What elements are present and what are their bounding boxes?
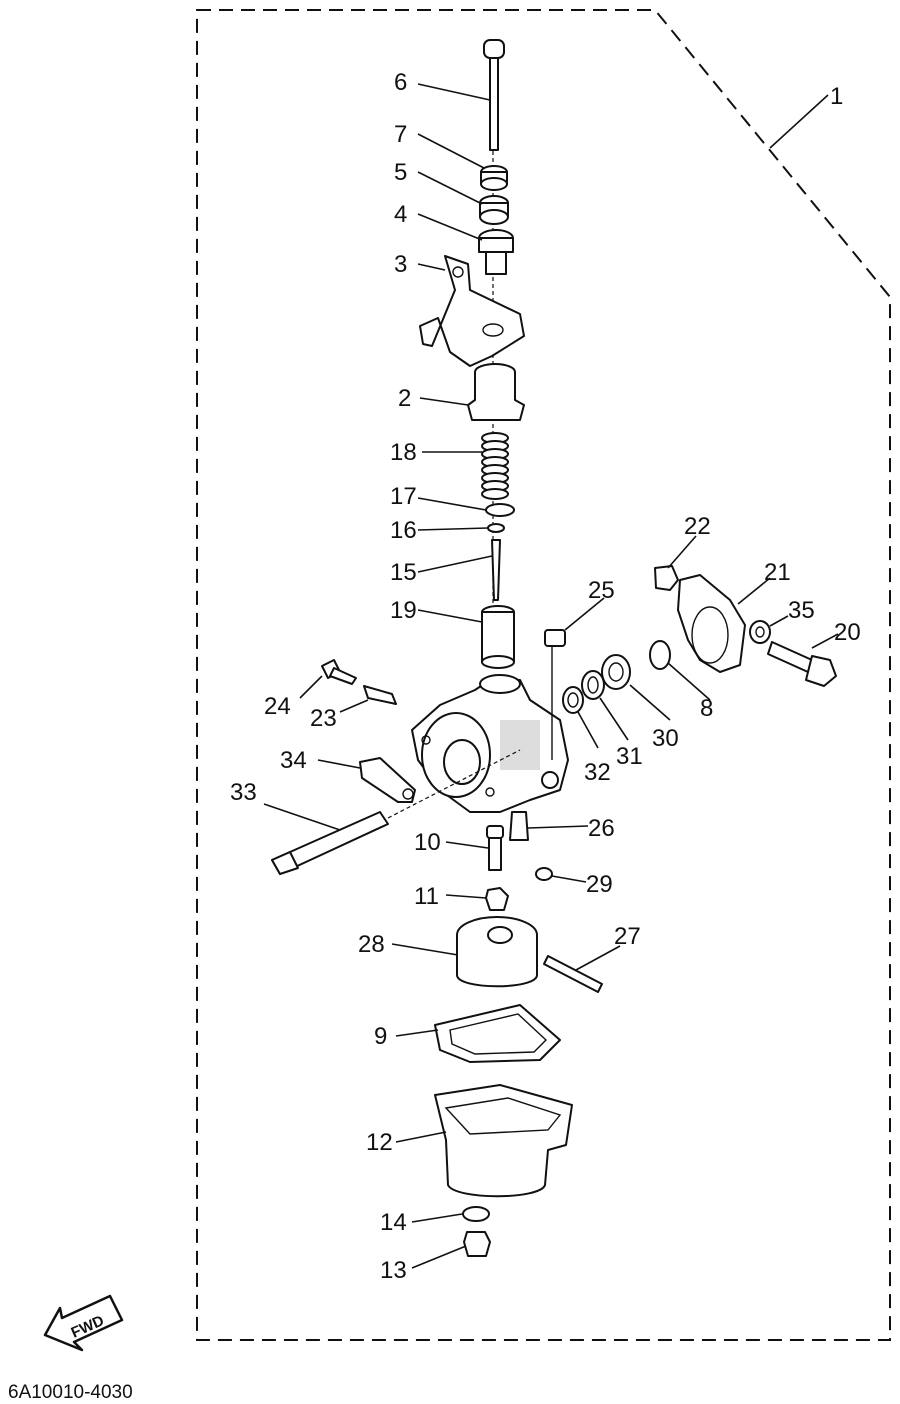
callout-19: 19 <box>390 597 417 624</box>
part-19-throttle-valve <box>481 605 515 669</box>
callout-18: 18 <box>390 439 417 466</box>
part-29-screw <box>535 867 553 881</box>
part-31-ring <box>581 670 605 700</box>
forward-arrow-icon: FWD <box>43 1294 124 1352</box>
assembly-boundary <box>196 9 891 1341</box>
callout-1: 1 <box>830 83 843 110</box>
callout-5: 5 <box>394 159 407 186</box>
part-32-seal <box>562 686 584 714</box>
callout-16: 16 <box>390 517 417 544</box>
part-30-bushing <box>601 654 631 690</box>
part-34-lever <box>359 757 416 803</box>
part-23-spring <box>363 685 397 705</box>
reference-code: 6A10010-4030 <box>8 1382 133 1403</box>
callout-13: 13 <box>380 1257 407 1284</box>
part-3-bracket <box>419 255 525 367</box>
callout-21: 21 <box>764 559 791 586</box>
part-14-washer <box>462 1206 490 1222</box>
callout-28: 28 <box>358 931 385 958</box>
part-22-nut <box>654 565 679 591</box>
part-5-nut <box>479 195 509 225</box>
part-7-collar <box>480 165 508 191</box>
callout-29: 29 <box>586 871 613 898</box>
part-10-jet-holder <box>486 825 504 871</box>
carburetor-body <box>411 674 569 813</box>
callout-25: 25 <box>588 577 615 604</box>
callout-32: 32 <box>584 759 611 786</box>
part-28-float <box>456 916 538 988</box>
part-9-gasket <box>434 1004 561 1063</box>
callout-20: 20 <box>834 619 861 646</box>
callout-9: 9 <box>374 1023 387 1050</box>
callout-31: 31 <box>616 743 643 770</box>
callout-15: 15 <box>390 559 417 586</box>
callout-17: 17 <box>390 483 417 510</box>
part-24-screw <box>321 659 357 685</box>
callout-35: 35 <box>788 597 815 624</box>
part-35-washer <box>749 620 771 644</box>
callout-8: 8 <box>700 695 713 722</box>
part-18-spring <box>481 432 509 500</box>
part-16-clip <box>487 523 505 533</box>
part-17-retainer <box>485 503 515 517</box>
part-8-o-ring <box>649 640 671 670</box>
callout-23: 23 <box>310 705 337 732</box>
callout-26: 26 <box>588 815 615 842</box>
part-33-shaft <box>271 749 521 875</box>
part-27-pin <box>543 955 603 993</box>
part-21-clamp <box>677 574 746 673</box>
callout-2: 2 <box>398 385 411 412</box>
callout-3: 3 <box>394 251 407 278</box>
part-25-pilot-screw <box>544 629 566 760</box>
callout-27: 27 <box>614 923 641 950</box>
callout-30: 30 <box>652 725 679 752</box>
leader-lines <box>263 83 839 1269</box>
part-12-float-bowl <box>434 1084 573 1198</box>
callout-10: 10 <box>414 829 441 856</box>
part-2-top <box>467 363 525 421</box>
part-13-drain-screw <box>463 1231 491 1257</box>
callout-labels: 1 2 3 4 5 6 7 8 9 10 11 12 13 14 15 16 1… <box>230 69 861 1284</box>
callout-34: 34 <box>280 747 307 774</box>
callout-14: 14 <box>380 1209 407 1236</box>
part-15-needle <box>491 539 501 601</box>
part-6-screw <box>483 39 505 151</box>
callout-12: 12 <box>366 1129 393 1156</box>
callout-22: 22 <box>684 513 711 540</box>
part-4-cap <box>478 229 514 275</box>
callout-11: 11 <box>414 883 439 910</box>
callout-24: 24 <box>264 693 291 720</box>
callout-4: 4 <box>394 201 407 228</box>
part-26-needle-valve <box>509 811 529 841</box>
part-20-bolt <box>767 641 837 687</box>
callout-6: 6 <box>394 69 407 96</box>
callout-7: 7 <box>394 121 407 148</box>
part-11-main-jet <box>485 887 509 911</box>
callout-33: 33 <box>230 779 257 806</box>
